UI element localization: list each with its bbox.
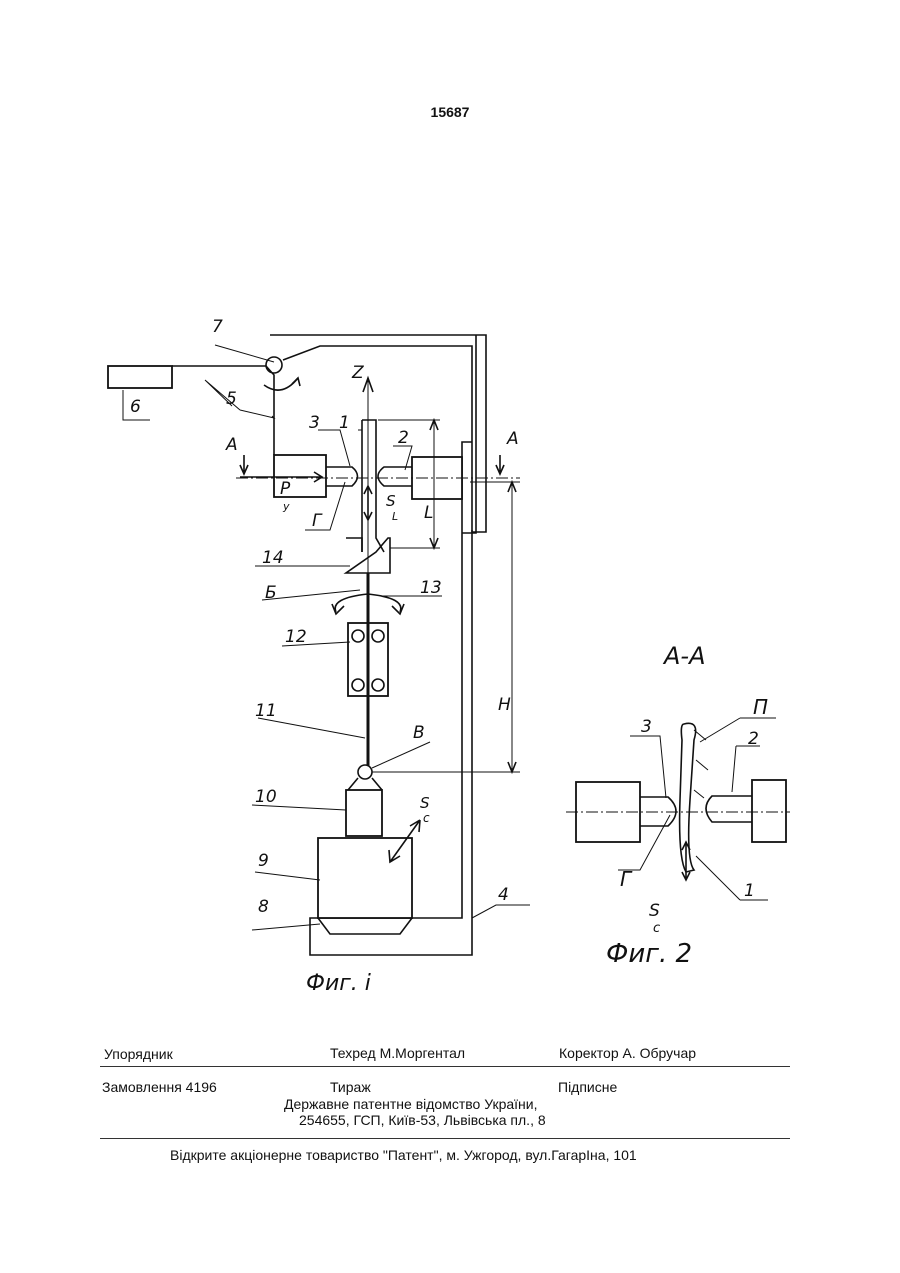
imprint-publisher: Відкрите акціонерне товариство "Патент",… [170, 1147, 637, 1163]
label-3: 3 [309, 413, 320, 433]
label-9: 9 [258, 851, 269, 871]
label-force-p-sub: у [282, 500, 290, 513]
label-section-a-left: A [225, 435, 238, 455]
blade-1 [362, 420, 384, 552]
roller-2 [378, 467, 412, 486]
joint-v [358, 765, 372, 779]
label-b: Б [265, 583, 277, 603]
pivot-7 [266, 357, 282, 373]
label-14: 14 [262, 548, 284, 568]
label-sc: S [420, 794, 430, 812]
label-g: Г [312, 511, 323, 531]
fig2-label-p: П [753, 695, 768, 719]
figure-2-caption: Фиг. 2 [606, 939, 692, 969]
fig2-label-1: 1 [744, 881, 755, 901]
label-h: H [498, 695, 511, 715]
fig2-right-holder [752, 780, 786, 842]
roller-3 [326, 467, 358, 486]
label-6: 6 [130, 397, 141, 417]
fig2-label-s-sub: c [653, 921, 660, 936]
label-force-p: P [280, 479, 291, 499]
figure-2-title: A-A [662, 642, 706, 670]
label-13: 13 [420, 578, 442, 598]
fig2-label-g: Г [620, 867, 633, 891]
label-5: 5 [226, 389, 237, 409]
label-2: 2 [398, 428, 409, 448]
label-7: 7 [212, 317, 223, 337]
block-10 [346, 790, 382, 836]
imprint-divider-top [100, 1066, 790, 1067]
imprint-compiler: Упорядник [104, 1046, 173, 1062]
imprint-corrector: Коректор А. Обручар [559, 1045, 696, 1061]
technical-drawing: 7 6 5 Z 3 1 2 A A P у Г S L L 14 Б 13 12… [0, 0, 900, 1010]
fig2-label-3: 3 [641, 717, 652, 737]
figure-1-caption: Фиг. і [306, 971, 371, 996]
imprint-divider-bottom [100, 1138, 790, 1139]
label-12: 12 [285, 627, 307, 647]
fig2-label-2: 2 [748, 729, 759, 749]
base-8 [318, 918, 412, 934]
imprint-office: Державне патентне відомство України, [284, 1096, 538, 1112]
fig2-label-s: S [649, 901, 660, 921]
fig2-roller-3 [640, 797, 676, 826]
label-v: В [413, 723, 425, 743]
label-section-a-right: A [506, 429, 519, 449]
label-8: 8 [258, 897, 269, 917]
label-l: L [424, 503, 433, 523]
label-1: 1 [339, 413, 350, 433]
label-s: S [386, 492, 396, 510]
label-s-sub: L [392, 510, 398, 523]
lever-5 [172, 366, 274, 455]
label-4: 4 [498, 885, 509, 905]
imprint-circulation: Тираж [330, 1079, 371, 1095]
label-11: 11 [255, 701, 277, 721]
label-z: Z [351, 363, 364, 383]
imprint-order: Замовлення 4196 [102, 1079, 217, 1095]
label-10: 10 [255, 787, 277, 807]
imprint-subscription: Підписне [558, 1079, 617, 1095]
fig2-roller-2 [706, 796, 752, 822]
label-sc-sub: c [423, 811, 430, 825]
imprint-tech-editor: Техред М.Моргентал [330, 1045, 465, 1061]
weight-6 [108, 366, 172, 388]
imprint-address: 254655, ГСП, Київ-53, Львівська пл., 8 [299, 1112, 546, 1128]
